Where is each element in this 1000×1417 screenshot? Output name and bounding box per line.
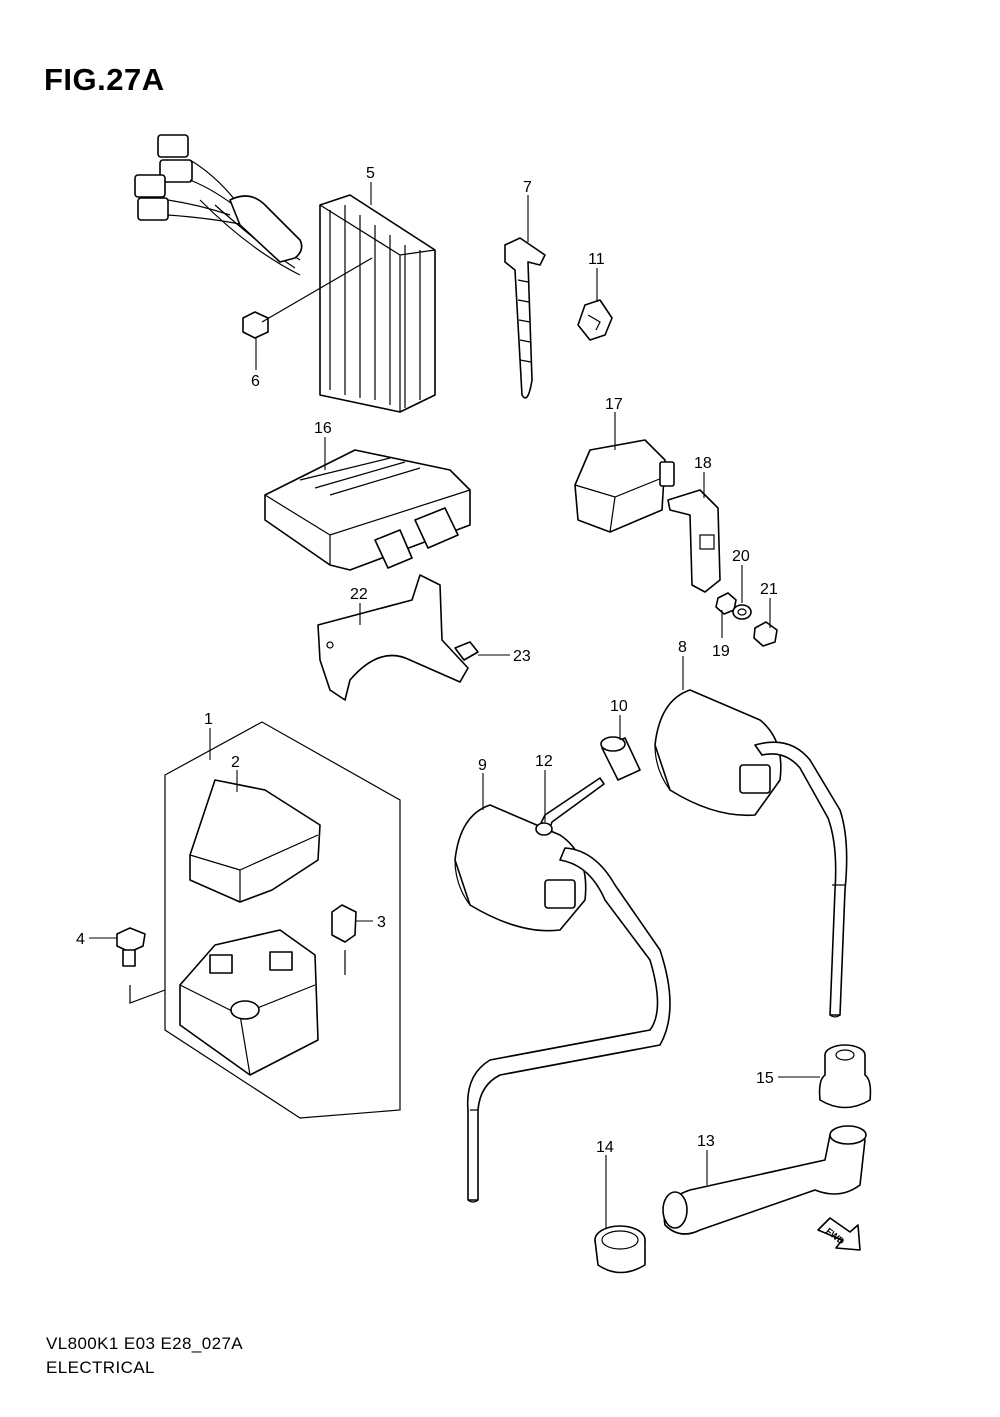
callout-13: 13 bbox=[697, 1133, 715, 1150]
callout-labels: 1 2 3 4 5 6 7 8 9 10 11 12 13 14 15 16 1… bbox=[76, 165, 778, 1156]
part-16-ecm bbox=[264, 449, 471, 571]
callout-2: 2 bbox=[231, 754, 240, 771]
part-17-relay bbox=[574, 439, 675, 533]
figure-title: FIG.27A bbox=[44, 62, 165, 97]
callout-22: 22 bbox=[350, 586, 368, 603]
callout-5: 5 bbox=[366, 165, 375, 182]
callout-19: 19 bbox=[712, 643, 730, 660]
part-8-ignition-coil bbox=[654, 689, 848, 1018]
part-18-bracket bbox=[667, 489, 721, 593]
part-1-starter-relay-group bbox=[116, 721, 401, 1119]
fwd-direction-arrow: FWD bbox=[817, 1217, 861, 1251]
callout-10: 10 bbox=[610, 698, 628, 715]
callout-23: 23 bbox=[513, 648, 531, 665]
part-23-screw bbox=[454, 641, 479, 661]
part-13-plug-boot bbox=[662, 1125, 867, 1235]
callout-11: 11 bbox=[588, 251, 605, 268]
callout-20: 20 bbox=[732, 548, 750, 565]
callout-3: 3 bbox=[377, 914, 386, 931]
callout-21: 21 bbox=[760, 581, 778, 598]
callout-14: 14 bbox=[596, 1139, 614, 1156]
callout-4: 4 bbox=[76, 931, 85, 948]
model-code: VL800K1 E03 E28_027A bbox=[46, 1334, 244, 1353]
part-9-ignition-coil bbox=[454, 804, 671, 1203]
leader-lines bbox=[89, 182, 820, 1228]
part-14-ring bbox=[594, 1225, 646, 1274]
section-name: ELECTRICAL bbox=[46, 1358, 155, 1377]
part-11-clip bbox=[577, 299, 613, 341]
part-5-regulator-rectifier bbox=[134, 134, 436, 413]
callout-15: 15 bbox=[756, 1070, 774, 1087]
callout-9: 9 bbox=[478, 757, 487, 774]
part-6-bolt bbox=[242, 257, 373, 339]
callout-8: 8 bbox=[678, 639, 687, 656]
callout-6: 6 bbox=[251, 373, 260, 390]
part-7-cable-tie bbox=[504, 237, 546, 399]
callout-18: 18 bbox=[694, 455, 712, 472]
callout-17: 17 bbox=[605, 396, 623, 413]
callout-1: 1 bbox=[204, 711, 213, 728]
callout-16: 16 bbox=[314, 420, 332, 437]
part-22-ecm-bracket bbox=[317, 574, 469, 701]
part-15-grommet bbox=[818, 1044, 872, 1109]
part-12-bolt bbox=[535, 777, 605, 836]
part-19-20-21-fasteners bbox=[715, 592, 778, 647]
part-10-spacer bbox=[600, 736, 641, 781]
callout-7: 7 bbox=[523, 179, 532, 196]
callout-12: 12 bbox=[535, 753, 553, 770]
